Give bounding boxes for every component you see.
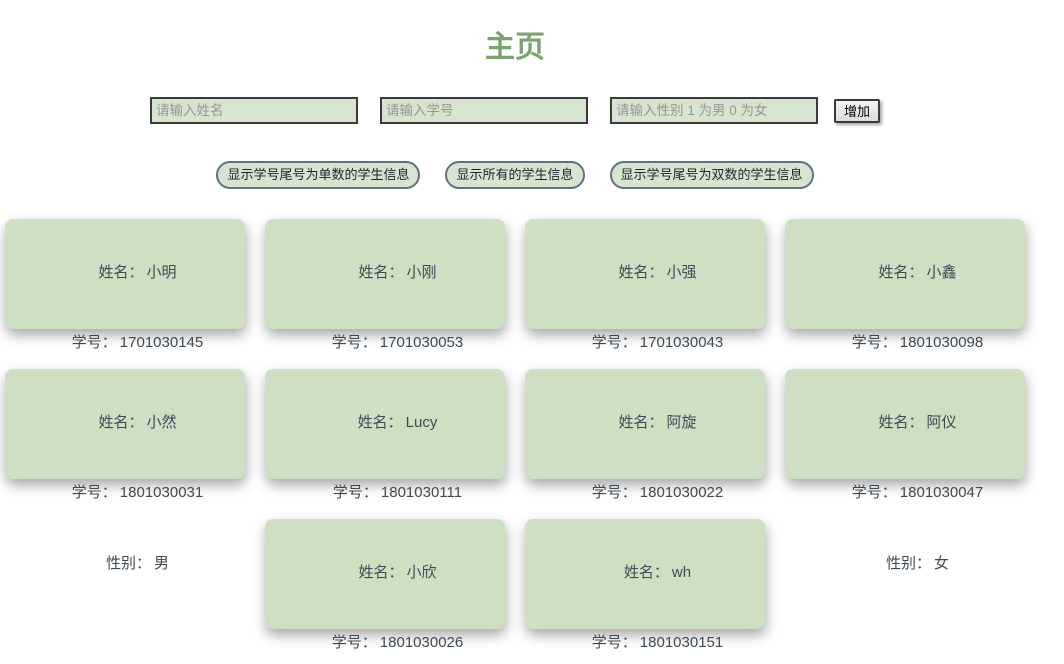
- filter-all-button[interactable]: 显示所有的学生信息: [445, 161, 585, 189]
- student-id-input[interactable]: [379, 97, 588, 124]
- student-gender-label: 性别：: [885, 554, 931, 572]
- page-title: 主页: [485, 31, 545, 64]
- student-id-line: 学号：1701030145: [5, 308, 245, 379]
- student-id-label: 学号：: [331, 334, 377, 351]
- filter-odd-id-button[interactable]: 显示学号尾号为单数的学生信息: [216, 161, 421, 189]
- student-id-line: 学号：1801030151: [525, 608, 765, 664]
- student-name-line: 姓名：小鑫: [785, 237, 1025, 308]
- student-name-label: 姓名：: [98, 413, 144, 431]
- student-id-label: 学号：: [331, 634, 377, 651]
- student-id-line: 学号：1801030026: [265, 608, 505, 664]
- student-id-value: 1801030151: [639, 634, 724, 651]
- filter-buttons: 显示学号尾号为单数的学生信息 显示所有的学生信息 显示学号尾号为双数的学生信息: [0, 161, 1030, 189]
- student-name-line: 姓名：小明: [5, 237, 245, 308]
- student-id-line: 学号：1801030047: [785, 458, 1025, 529]
- student-name-value: 小欣: [406, 563, 437, 581]
- student-id-label: 学号：: [332, 484, 378, 501]
- student-name-label: 姓名：: [618, 413, 664, 431]
- student-name-line: 姓名：阿仪: [785, 387, 1025, 458]
- student-id-value: 1701030053: [379, 334, 464, 351]
- student-id-value: 1801030026: [379, 634, 464, 651]
- student-name-value: 小鑫: [926, 263, 957, 281]
- student-name-value: Lucy: [405, 413, 438, 431]
- student-id-label: 学号：: [591, 634, 637, 651]
- student-gender-label: 性别：: [105, 554, 151, 572]
- add-button[interactable]: 增加: [833, 98, 880, 123]
- student-name-label: 姓名：: [357, 413, 403, 431]
- student-id-value: 1801030111: [380, 484, 463, 501]
- student-name-value: wh: [671, 563, 692, 581]
- student-card: 姓名：小明 学号：1701030145 性别：男: [5, 219, 245, 422]
- page-root: 主页 增加 显示学号尾号为单数的学生信息 显示所有的学生信息 显示学号尾号为双数…: [0, 27, 1030, 651]
- student-card: 姓名：小刚 学号：1701030053 性别：男: [265, 219, 505, 422]
- student-card: 姓名：小强 学号：1701030043 性别：男: [525, 219, 765, 422]
- student-card: 姓名：阿旋 学号：1801030022 性别：女: [525, 369, 765, 572]
- student-id-line: 学号：1801030098: [785, 308, 1025, 379]
- name-input[interactable]: [149, 97, 358, 124]
- student-name-line: 姓名：Lucy: [265, 387, 505, 458]
- student-name-line: 姓名：小强: [525, 237, 765, 308]
- student-gender-value: 女: [934, 554, 950, 572]
- student-name-label: 姓名：: [358, 263, 404, 281]
- student-name-line: 姓名：小欣: [265, 537, 505, 608]
- student-id-line: 学号：1801030111: [265, 458, 505, 529]
- student-id-value: 1701030043: [639, 334, 724, 351]
- student-name-label: 姓名：: [358, 563, 404, 581]
- student-name-value: 小然: [146, 413, 177, 431]
- student-name-label: 姓名：: [98, 263, 144, 281]
- student-id-value: 1801030031: [119, 484, 204, 501]
- filter-even-id-button[interactable]: 显示学号尾号为双数的学生信息: [609, 161, 814, 189]
- student-id-line: 学号：1701030043: [525, 308, 765, 379]
- student-name-line: 姓名：小刚: [265, 237, 505, 308]
- student-name-value: 小明: [146, 263, 177, 281]
- student-name-label: 姓名：: [878, 263, 924, 281]
- student-card: 姓名：wh 学号：1801030151 性别：女: [525, 519, 765, 651]
- student-name-label: 姓名：: [878, 413, 924, 431]
- student-gender-value: 男: [154, 554, 170, 572]
- student-name-value: 小刚: [406, 263, 437, 281]
- student-card: 姓名：Lucy 学号：1801030111 性别：女: [265, 369, 505, 572]
- student-card: 姓名：阿仪 学号：1801030047 性别：女: [785, 369, 1025, 572]
- student-id-line: 学号：1701030053: [265, 308, 505, 379]
- student-id-value: 1801030022: [639, 484, 724, 501]
- add-student-form: 增加: [0, 97, 1030, 124]
- student-gender-line: 性别：男: [5, 528, 245, 599]
- student-id-value: 1801030098: [899, 334, 984, 351]
- student-id-line: 学号：1801030022: [525, 458, 765, 529]
- student-gender-line: 性别：女: [785, 528, 1025, 599]
- student-card: 姓名：小鑫 学号：1801030098 性别：男: [785, 219, 1025, 422]
- student-name-value: 小强: [666, 263, 697, 281]
- student-id-line: 学号：1801030031: [5, 458, 245, 529]
- student-id-label: 学号：: [851, 484, 897, 501]
- student-name-value: 阿仪: [926, 413, 957, 431]
- student-id-label: 学号：: [591, 334, 637, 351]
- student-id-label: 学号：: [851, 334, 897, 351]
- student-card: 姓名：小然 学号：1801030031 性别：男: [5, 369, 245, 572]
- student-name-line: 姓名：阿旋: [525, 387, 765, 458]
- student-name-value: 阿旋: [666, 413, 697, 431]
- student-name-label: 姓名：: [618, 263, 664, 281]
- student-name-line: 姓名：wh: [525, 537, 765, 608]
- gender-input[interactable]: [609, 97, 818, 124]
- student-name-label: 姓名：: [623, 563, 669, 581]
- student-id-label: 学号：: [71, 334, 117, 351]
- student-name-line: 姓名：小然: [5, 387, 245, 458]
- student-card: 姓名：小欣 学号：1801030026 性别：女: [265, 519, 505, 651]
- student-id-label: 学号：: [591, 484, 637, 501]
- student-id-value: 1801030047: [899, 484, 984, 501]
- student-card-grid: 姓名：小明 学号：1701030145 性别：男 姓名：小刚 学号：170103…: [5, 219, 1025, 651]
- student-id-value: 1701030145: [119, 334, 204, 351]
- student-id-label: 学号：: [71, 484, 117, 501]
